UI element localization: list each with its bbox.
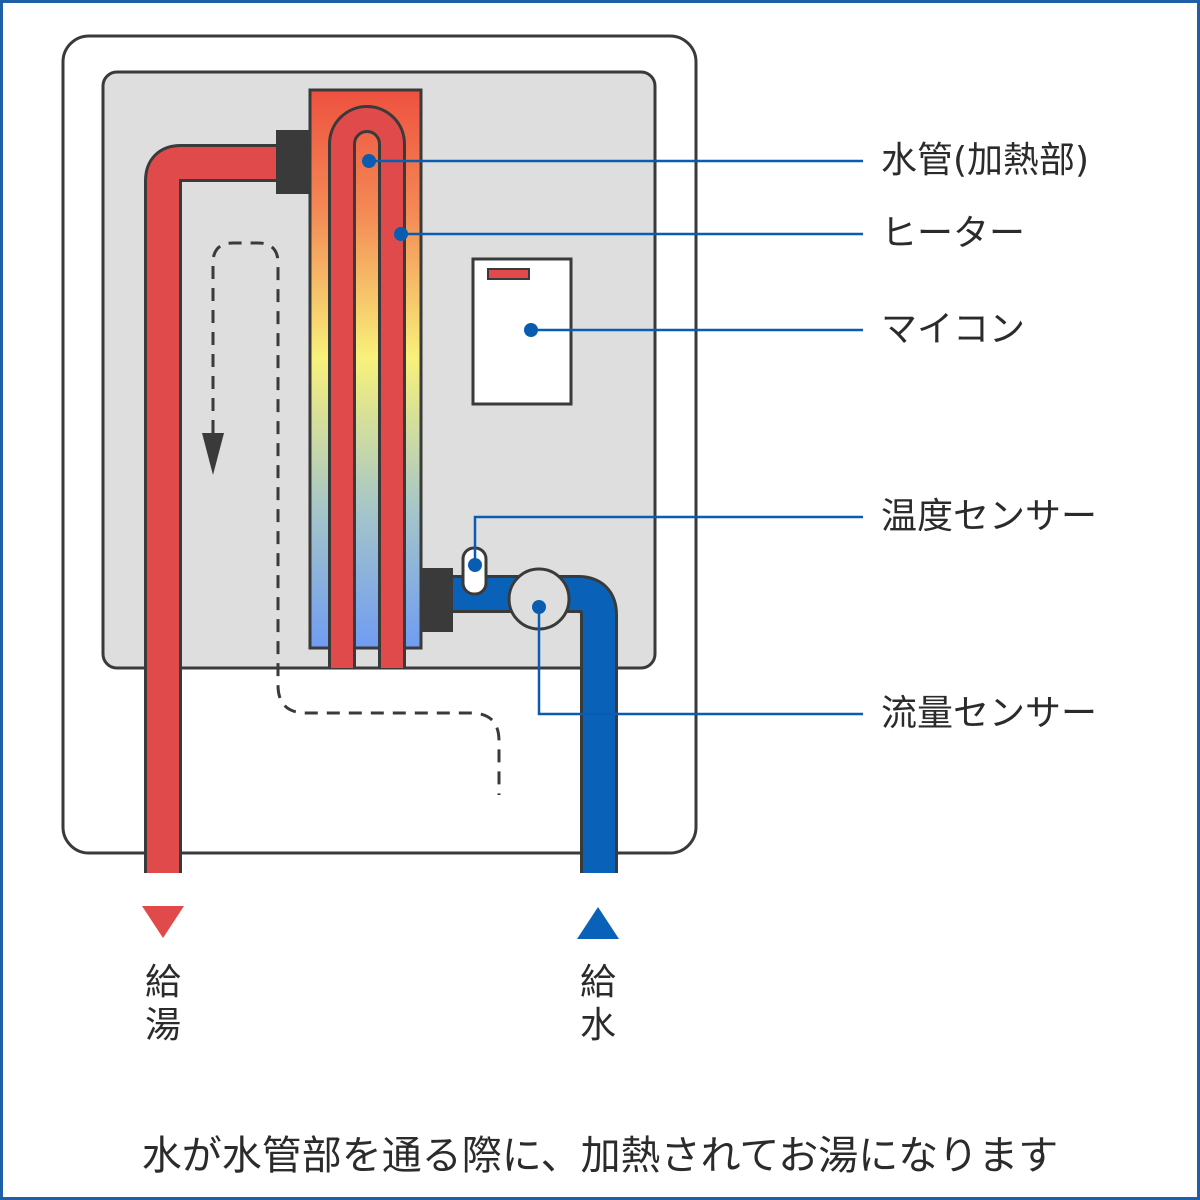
label-heater: ヒーター	[881, 213, 1026, 254]
lower-joint	[420, 568, 453, 632]
heater-element	[328, 105, 406, 668]
upper-joint	[276, 130, 311, 194]
leader-lines	[369, 159, 863, 716]
water-heater-diagram	[61, 34, 863, 939]
flow-arrow-down	[202, 433, 224, 475]
cold-water-pipe	[453, 575, 618, 873]
label-microcomputer: マイコン	[881, 309, 1026, 350]
flow-path	[211, 241, 501, 795]
label-water-supply: 給 水	[568, 961, 628, 1047]
microcomputer-indicator	[487, 268, 530, 280]
leader-dots	[362, 154, 546, 614]
hot-water-supply-char-1: 給	[144, 962, 181, 1003]
label-hot-water-supply: 給 湯	[133, 961, 193, 1047]
microcomputer-board	[471, 257, 573, 406]
hot-water-pipe	[144, 144, 281, 873]
label-flow-sensor: 流量センサー	[881, 693, 1098, 734]
label-temperature-sensor: 温度センサー	[881, 496, 1098, 537]
label-water-pipe: 水管(加熱部)	[881, 140, 1090, 181]
cold-inlet-arrow-up	[577, 907, 619, 939]
hot-water-supply-char-2: 湯	[144, 1005, 181, 1047]
water-supply-char-1: 給	[579, 962, 616, 1003]
water-supply-char-2: 水	[579, 1005, 616, 1047]
caption: 水が水管部を通る際に、加熱されてお湯になります	[141, 1133, 1059, 1179]
hot-outlet-arrow-down	[142, 906, 184, 938]
